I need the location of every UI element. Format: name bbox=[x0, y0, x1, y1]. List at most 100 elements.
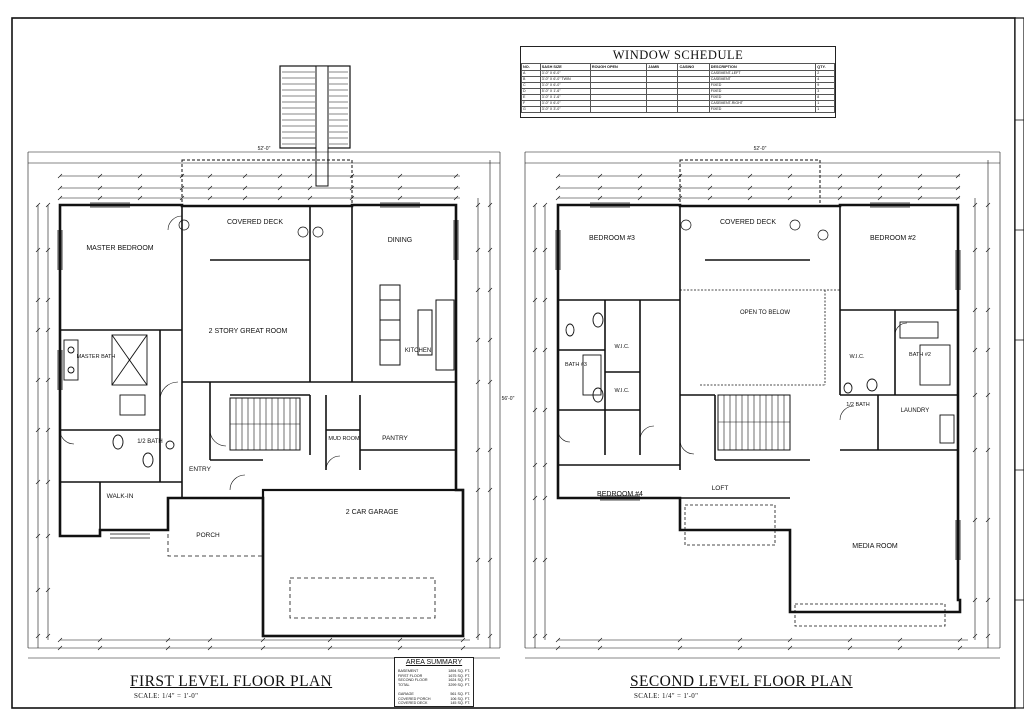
dimension-tick bbox=[597, 195, 603, 201]
area-name: GARAGE bbox=[398, 692, 414, 696]
dimension-tick bbox=[460, 645, 466, 651]
dimension-tick bbox=[45, 427, 51, 433]
dimension-tick bbox=[487, 633, 493, 639]
second-level-scale: SCALE: 1/4" = 1'-0" bbox=[634, 692, 699, 700]
dimension-tick bbox=[847, 637, 853, 643]
dimension-tick bbox=[35, 297, 41, 303]
second-level-plan bbox=[524, 151, 1001, 659]
loft-soffit bbox=[684, 504, 776, 546]
dimension-tick bbox=[475, 447, 481, 453]
sheet-border bbox=[11, 17, 1016, 709]
window-schedule-table: NO. SASH SIZE ROUGH OPEN JAMB CASING DES… bbox=[521, 63, 835, 113]
dimension-tick bbox=[397, 645, 403, 651]
area-value: 1675 SQ. FT. bbox=[448, 673, 470, 678]
dimension-tick bbox=[532, 407, 538, 413]
dimension-tick bbox=[972, 517, 978, 523]
dimension-tick bbox=[487, 379, 493, 385]
porch-outline bbox=[167, 497, 264, 557]
dimension-tick bbox=[35, 377, 41, 383]
dimension-tick bbox=[179, 195, 185, 201]
bottom-dimension-lines-2 bbox=[525, 639, 1000, 659]
area-value: 3299 SQ. FT. bbox=[448, 682, 470, 687]
dimension-tick bbox=[877, 173, 883, 179]
dimension-tick bbox=[475, 557, 481, 563]
dimension-tick bbox=[532, 202, 538, 208]
room-label-walkin: WALK-IN bbox=[107, 493, 134, 500]
door-swings-2 bbox=[557, 322, 908, 455]
area-value: 1624 SQ. FT. bbox=[448, 678, 470, 683]
dimension-tick bbox=[747, 173, 753, 179]
dimension-tick bbox=[57, 637, 63, 643]
half-bath-fixtures bbox=[142, 440, 175, 468]
dimension-tick bbox=[207, 195, 213, 201]
area-name: COVERED DECK bbox=[398, 701, 428, 706]
dimension-tick bbox=[542, 297, 548, 303]
dimension-tick bbox=[677, 195, 683, 201]
dimension-tick bbox=[555, 173, 561, 179]
dimension-tick bbox=[542, 495, 548, 501]
door-swings bbox=[59, 215, 341, 491]
dimension-tick bbox=[207, 185, 213, 191]
room-label-laundry: LAUNDRY bbox=[901, 408, 930, 414]
dimension-tick bbox=[487, 287, 493, 293]
right-dimension-lines bbox=[477, 152, 501, 648]
dimension-tick bbox=[307, 195, 313, 201]
room-label-great: 2 STORY GREAT ROOM bbox=[209, 328, 288, 335]
top-dimension-lines bbox=[28, 151, 500, 199]
dimension-tick bbox=[532, 247, 538, 253]
dimension-tick bbox=[985, 597, 991, 603]
area-value: 106 SQ. FT. bbox=[450, 696, 470, 701]
dimension-tick bbox=[707, 195, 713, 201]
dimension-tick bbox=[475, 633, 481, 639]
dimension-tick bbox=[453, 173, 459, 179]
room-label-master: MASTER BEDROOM bbox=[86, 245, 153, 252]
dimension-tick bbox=[985, 517, 991, 523]
dimension-tick bbox=[542, 347, 548, 353]
dimension-tick bbox=[542, 407, 548, 413]
dimension-tick bbox=[955, 185, 961, 191]
dimension-tick bbox=[475, 247, 481, 253]
area-row: SECOND FLOOR 1624 SQ. FT. bbox=[398, 678, 470, 683]
dimension-tick bbox=[45, 479, 51, 485]
dimension-tick bbox=[955, 195, 961, 201]
room-label-wic2: W.I.C. bbox=[615, 388, 630, 394]
covered-deck-outline-2 bbox=[679, 159, 821, 207]
room-label-mud: MUD ROOM bbox=[328, 436, 360, 442]
dimension-tick bbox=[985, 247, 991, 253]
media-soffit bbox=[794, 603, 946, 627]
schedule-header: ROUGH OPEN bbox=[589, 63, 648, 71]
dimension-tick bbox=[475, 379, 481, 385]
bath-fixtures-2 bbox=[565, 312, 955, 444]
dimension-tick bbox=[747, 185, 753, 191]
dimension-tick bbox=[917, 195, 923, 201]
master-bath-fixtures bbox=[63, 334, 148, 450]
dimension-tick bbox=[327, 637, 333, 643]
schedule-header: SASH SIZE bbox=[539, 63, 591, 71]
dimension-tick bbox=[985, 347, 991, 353]
dimension-tick bbox=[307, 173, 313, 179]
dimension-tick bbox=[787, 185, 793, 191]
dimension-tick bbox=[985, 307, 991, 313]
garage-door-dashed bbox=[289, 577, 436, 619]
dimension-tick bbox=[957, 637, 963, 643]
dimension-tick bbox=[542, 202, 548, 208]
dimension-tick bbox=[475, 202, 481, 208]
dimension-tick bbox=[597, 173, 603, 179]
room-label-wic3: W.I.C. bbox=[850, 354, 865, 360]
room-label-garage: 2 CAR GARAGE bbox=[346, 509, 399, 516]
area-name: SECOND FLOOR bbox=[398, 678, 428, 683]
dimension-tick bbox=[97, 185, 103, 191]
dimension-tick bbox=[787, 195, 793, 201]
dimension-tick bbox=[45, 297, 51, 303]
dimension-tick bbox=[897, 637, 903, 643]
dimension-tick bbox=[555, 637, 561, 643]
dimension-tick bbox=[677, 645, 683, 651]
second-level-title: SECOND LEVEL FLOOR PLAN bbox=[630, 673, 853, 690]
second-exterior-wall bbox=[556, 203, 962, 614]
